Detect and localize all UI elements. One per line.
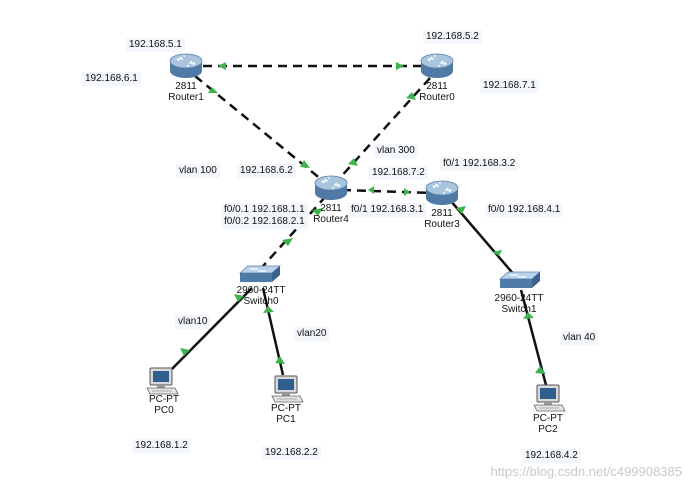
switch-icon-switch0 <box>239 265 281 283</box>
pc0-name: PC0 <box>154 405 174 416</box>
port-up-icon <box>263 306 274 313</box>
watermark: https://blog.csdn.net/c499908385 <box>490 464 682 479</box>
label-vlan-300: vlan 300 <box>374 144 418 158</box>
link-router4-router3 <box>341 188 433 195</box>
pc1-model: PC-PT <box>271 403 301 414</box>
switch1-name: Switch1 <box>501 304 537 315</box>
pc2-label: PC-PT PC2 <box>533 413 563 435</box>
port-up-icon <box>180 348 190 356</box>
pc2-model: PC-PT <box>533 413 563 424</box>
label-ip-7-2: 192.168.7.2 <box>369 166 428 180</box>
router4-model: 2811 <box>320 203 342 214</box>
router-icon-router0 <box>420 53 454 79</box>
port-up-icon <box>404 188 410 196</box>
router1-label: 2811 Router1 <box>168 81 204 103</box>
port-up-icon <box>282 238 293 246</box>
label-vlan10: vlan10 <box>175 315 211 329</box>
router-icon-router3 <box>425 180 459 206</box>
port-up-icon <box>406 92 416 100</box>
label-f00-4-1: f0/0 192.168.4.1 <box>485 203 564 217</box>
label-ip-6-2: 192.168.6.2 <box>237 164 296 178</box>
label-pc0-ip: 192.168.1.2 <box>132 439 191 453</box>
pc1-name: PC1 <box>276 414 296 425</box>
port-up-icon <box>275 356 285 364</box>
switch1-label: 2960-24TT Switch1 <box>495 293 544 315</box>
switch0-name: Switch0 <box>243 296 279 307</box>
link-router4-switch0 <box>255 195 327 275</box>
pc0-label: PC-PT PC0 <box>149 394 179 416</box>
switch1-model: 2960-24TT <box>494 293 544 304</box>
label-ip-5-1: 192.168.5.1 <box>126 38 185 52</box>
port-indicators <box>180 62 546 374</box>
port-up-icon <box>535 366 546 374</box>
link-router0-router4 <box>337 77 431 181</box>
router0-model: 2811 <box>426 81 448 92</box>
label-vlan40: vlan 40 <box>560 331 599 345</box>
router3-model: 2811 <box>431 208 453 219</box>
port-up-icon <box>492 250 502 256</box>
port-up-icon <box>348 158 358 166</box>
router1-name: Router1 <box>168 92 204 103</box>
label-pc2-ip: 192.168.4.2 <box>522 449 581 463</box>
label-f01-3-1: f0/1 192.168.3.1 <box>348 203 427 217</box>
port-up-icon <box>208 87 218 93</box>
switch0-model: 2960-24TT <box>236 285 286 296</box>
router4-label: 2811 Router4 <box>313 203 349 225</box>
router4-name: Router4 <box>313 214 349 225</box>
pc-icon-pc1 <box>271 375 304 403</box>
links <box>165 64 548 386</box>
label-f002-2-1: f0/0.2 192.168.2.1 <box>221 215 308 229</box>
port-up-icon <box>456 206 466 214</box>
router0-label: 2811 Router0 <box>419 81 455 103</box>
router0-name: Router0 <box>419 92 455 103</box>
label-ip-6-1: 192.168.6.1 <box>82 72 141 86</box>
link-router1-router4 <box>194 75 323 181</box>
switch0-label: 2960-24TT Switch0 <box>237 285 286 307</box>
label-vlan20: vlan20 <box>294 327 330 341</box>
port-up-icon <box>312 208 323 216</box>
port-up-icon <box>396 62 404 70</box>
port-up-icon <box>368 186 374 194</box>
pc2-name: PC2 <box>538 424 558 435</box>
pc1-label: PC-PT PC1 <box>271 403 301 425</box>
switch-icon-switch1 <box>499 271 541 289</box>
label-ip-7-1: 192.168.7.1 <box>480 79 539 93</box>
label-vlan-100: vlan 100 <box>176 164 220 178</box>
router-icon-router4 <box>314 175 348 201</box>
label-f01-3-2: f0/1 192.168.3.2 <box>440 157 519 171</box>
router3-label: 2811 Router3 <box>424 208 460 230</box>
pc-icon-pc0 <box>146 367 179 395</box>
port-up-icon <box>523 312 534 319</box>
pc0-model: PC-PT <box>149 394 179 405</box>
port-up-icon <box>234 294 244 302</box>
link-switch0-pc0 <box>165 287 253 376</box>
port-up-icon <box>300 160 310 168</box>
pc-icon-pc2 <box>533 384 566 412</box>
router-icon-router1 <box>169 53 203 79</box>
label-pc1-ip: 192.168.2.2 <box>262 446 321 460</box>
router3-name: Router3 <box>424 219 460 230</box>
port-up-icon <box>218 62 226 70</box>
router1-model: 2811 <box>175 81 197 92</box>
label-f001-1-1: f0/0.1 192.168.1.1 <box>221 203 308 217</box>
label-ip-5-2: 192.168.5.2 <box>423 30 482 44</box>
